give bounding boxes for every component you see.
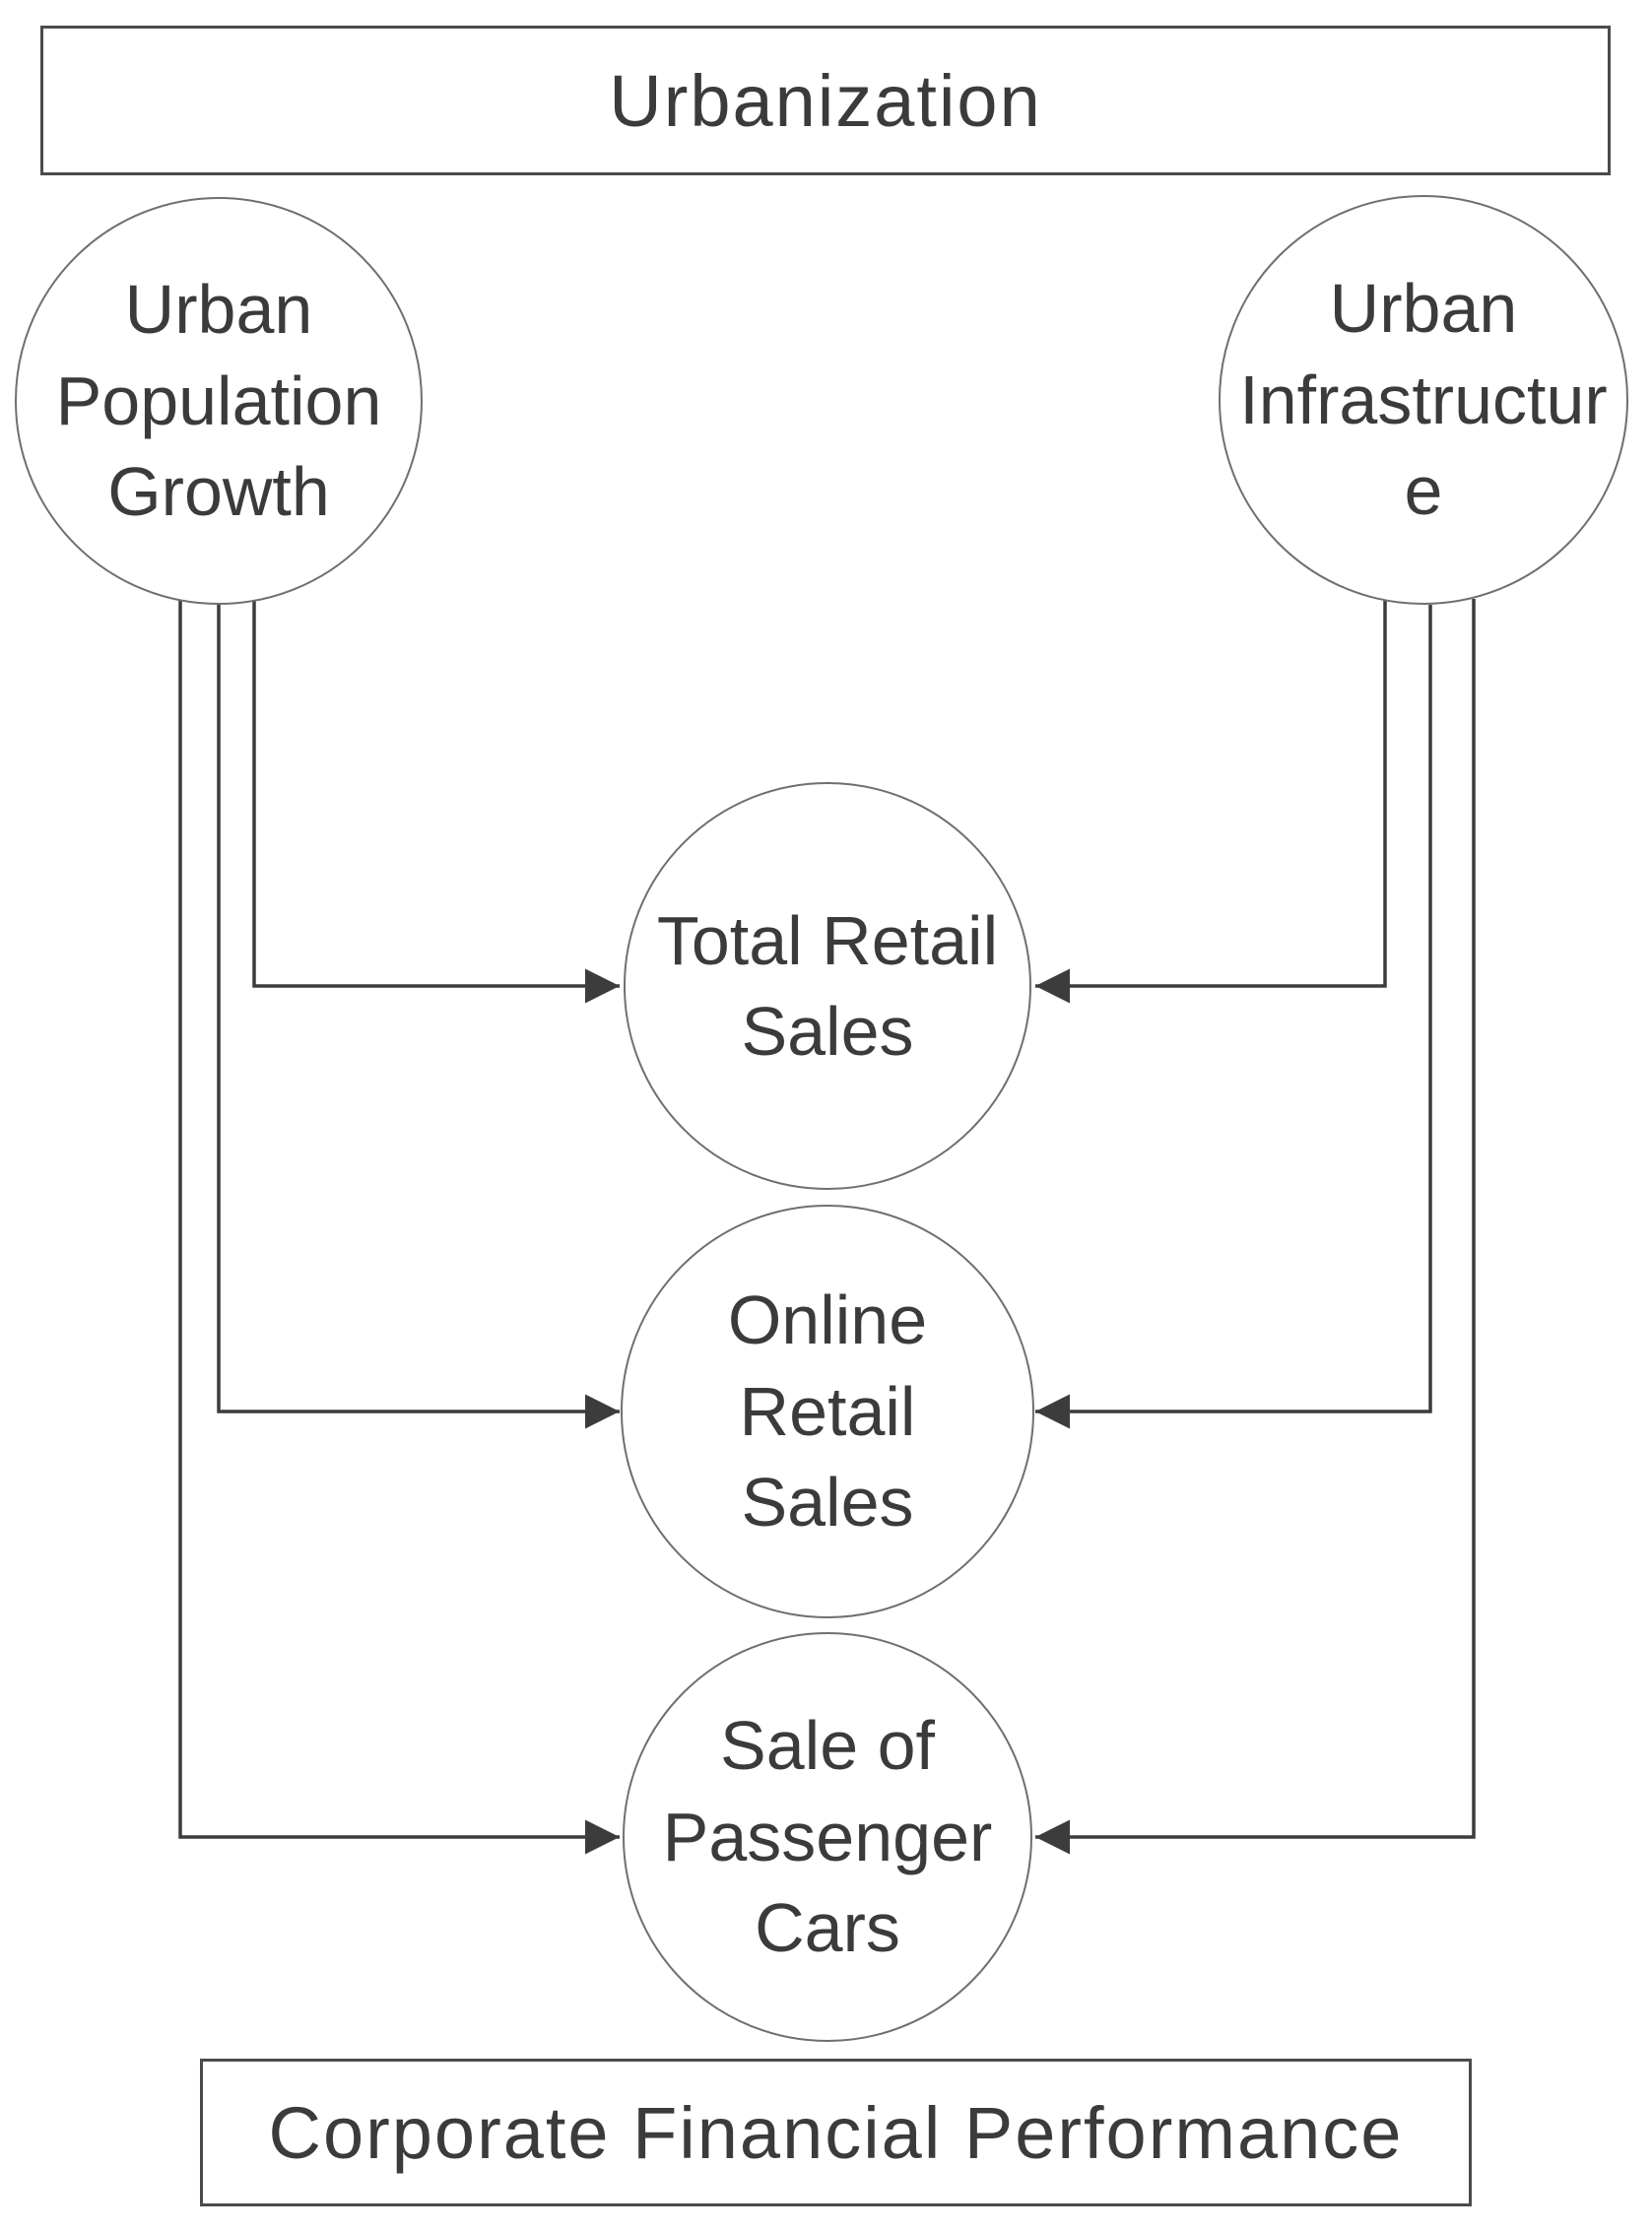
edge-infrastructure-to-online-retail [1035,605,1432,1429]
corporate-financial-performance-box: Corporate Financial Performance [200,2059,1472,2206]
node-total-retail-sales-label: Total Retail Sales [656,901,999,1070]
node-total-retail-sales: Total Retail Sales [624,782,1031,1190]
urbanization-label: Urbanization [609,59,1042,142]
node-urban-infrastructure-label: Urban Infrastructur e [1239,270,1608,530]
urbanization-box: Urbanization [40,26,1611,175]
corporate-financial-performance-label: Corporate Financial Performance [268,2091,1404,2174]
node-sale-of-passenger-cars: Sale of Passenger Cars [623,1632,1032,2042]
edge-population-growth-to-passenger-cars [178,601,620,1855]
node-urban-infrastructure: Urban Infrastructur e [1219,195,1628,605]
node-sale-of-passenger-cars-label: Sale of Passenger Cars [662,1707,993,1967]
edge-infrastructure-to-total-retail [1035,601,1387,1004]
edge-infrastructure-to-passenger-cars [1035,599,1476,1855]
node-urban-population-growth-label: Urban Population Growth [55,271,382,531]
node-online-retail-sales: Online Retail Sales [621,1205,1034,1618]
node-urban-population-growth: Urban Population Growth [15,197,423,605]
edge-population-growth-to-online-retail [217,605,620,1429]
edge-population-growth-to-total-retail [252,601,620,1004]
node-online-retail-sales-label: Online Retail Sales [727,1281,928,1542]
